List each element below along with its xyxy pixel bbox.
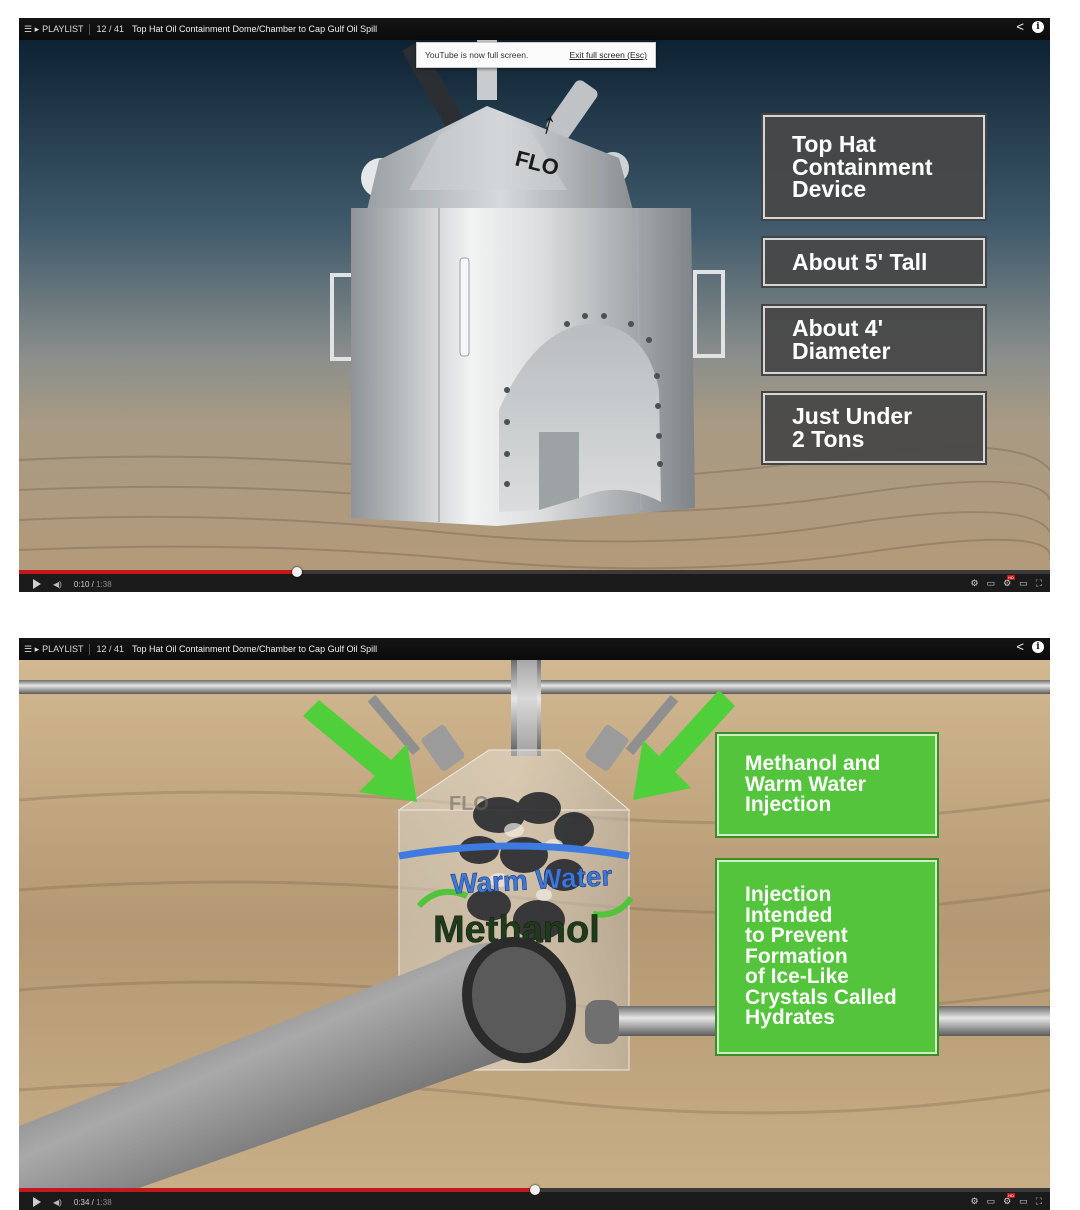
hd-quality-icon[interactable]: ⚙HD [1003, 1193, 1015, 1206]
playlist-index: 12 / 41 [96, 644, 124, 654]
divider [89, 23, 91, 35]
player-top-bar: ☰ ▸ PLAYLIST 12 / 41 Top Hat Oil Contain… [19, 18, 1050, 40]
volume-icon[interactable]: ◀) [53, 579, 62, 589]
playlist-icon: ☰ ▸ [24, 643, 40, 654]
hd-quality-icon[interactable]: ⚙HD [1003, 575, 1015, 588]
volume-icon[interactable]: ◀) [53, 1197, 62, 1207]
progress-played [19, 570, 298, 574]
info-box-top-hat-device: Top Hat Containment Device [763, 115, 985, 219]
time-display: 0:34 / 1:38 [73, 1197, 112, 1207]
dome-flo-label: FLO [449, 793, 489, 815]
info-icon[interactable]: i [1032, 21, 1044, 33]
video-player-2[interactable]: ☰ ▸ PLAYLIST 12 / 41 Top Hat Oil Contain… [19, 638, 1050, 1210]
theater-mode-icon[interactable]: ▭ [1019, 1196, 1028, 1206]
play-icon[interactable] [33, 1197, 41, 1207]
playlist-button[interactable]: ☰ ▸ PLAYLIST [19, 24, 83, 35]
progress-bar[interactable] [19, 1185, 1050, 1195]
play-icon[interactable] [33, 579, 41, 589]
captions-icon[interactable]: ▭ [986, 578, 996, 588]
info-box-weight: Just Under 2 Tons [763, 393, 985, 463]
video-title[interactable]: Top Hat Oil Containment Dome/Chamber to … [131, 24, 378, 34]
progress-scrubber[interactable] [292, 567, 303, 577]
info-box-methanol-injection: Methanol and Warm Water Injection [717, 734, 937, 836]
progress-scrubber[interactable] [529, 1185, 540, 1195]
playlist-label: PLAYLIST [42, 644, 84, 654]
info-box-hydrate-prevention: Injection Intended to Prevent Formation … [717, 860, 937, 1054]
video-player-1[interactable]: ☰ ▸ PLAYLIST 12 / 41 Top Hat Oil Contain… [19, 18, 1050, 592]
exit-fullscreen-link[interactable]: Exit full screen (Esc) [569, 50, 647, 60]
share-icon[interactable]: < [1016, 639, 1024, 654]
captions-icon[interactable]: ▭ [986, 1196, 996, 1206]
share-icon[interactable]: < [1016, 19, 1024, 34]
video-title[interactable]: Top Hat Oil Containment Dome/Chamber to … [131, 644, 378, 654]
playlist-index: 12 / 41 [96, 24, 124, 34]
player-controls: ◀) 0:10 / 1:38 ⚙ ▭ ⚙HD ▭ ⛶ [19, 567, 1050, 592]
fullscreen-icon[interactable]: ⛶ [1035, 1196, 1042, 1206]
info-box-height: About 5' Tall [763, 238, 985, 286]
divider [89, 643, 91, 655]
playlist-label: PLAYLIST [42, 24, 84, 34]
settings-gear-icon[interactable]: ⚙ [970, 1196, 979, 1206]
info-icon[interactable]: i [1032, 641, 1044, 653]
time-display: 0:10 / 1:38 [73, 579, 112, 589]
progress-bar[interactable] [19, 567, 1050, 577]
player-top-bar: ☰ ▸ PLAYLIST 12 / 41 Top Hat Oil Contain… [19, 638, 1050, 660]
fullscreen-message: YouTube is now full screen. [425, 50, 529, 60]
theater-mode-icon[interactable]: ▭ [1019, 578, 1028, 588]
playlist-button[interactable]: ☰ ▸ PLAYLIST [19, 644, 83, 655]
info-box-diameter: About 4' Diameter [763, 306, 985, 374]
fullscreen-notice: YouTube is now full screen. Exit full sc… [416, 42, 656, 68]
settings-gear-icon[interactable]: ⚙ [970, 578, 979, 588]
player-controls: ◀) 0:34 / 1:38 ⚙ ▭ ⚙HD ▭ ⛶ [19, 1185, 1050, 1210]
fullscreen-icon[interactable]: ⛶ [1035, 578, 1042, 588]
playlist-icon: ☰ ▸ [24, 23, 40, 34]
progress-played [19, 1188, 535, 1192]
